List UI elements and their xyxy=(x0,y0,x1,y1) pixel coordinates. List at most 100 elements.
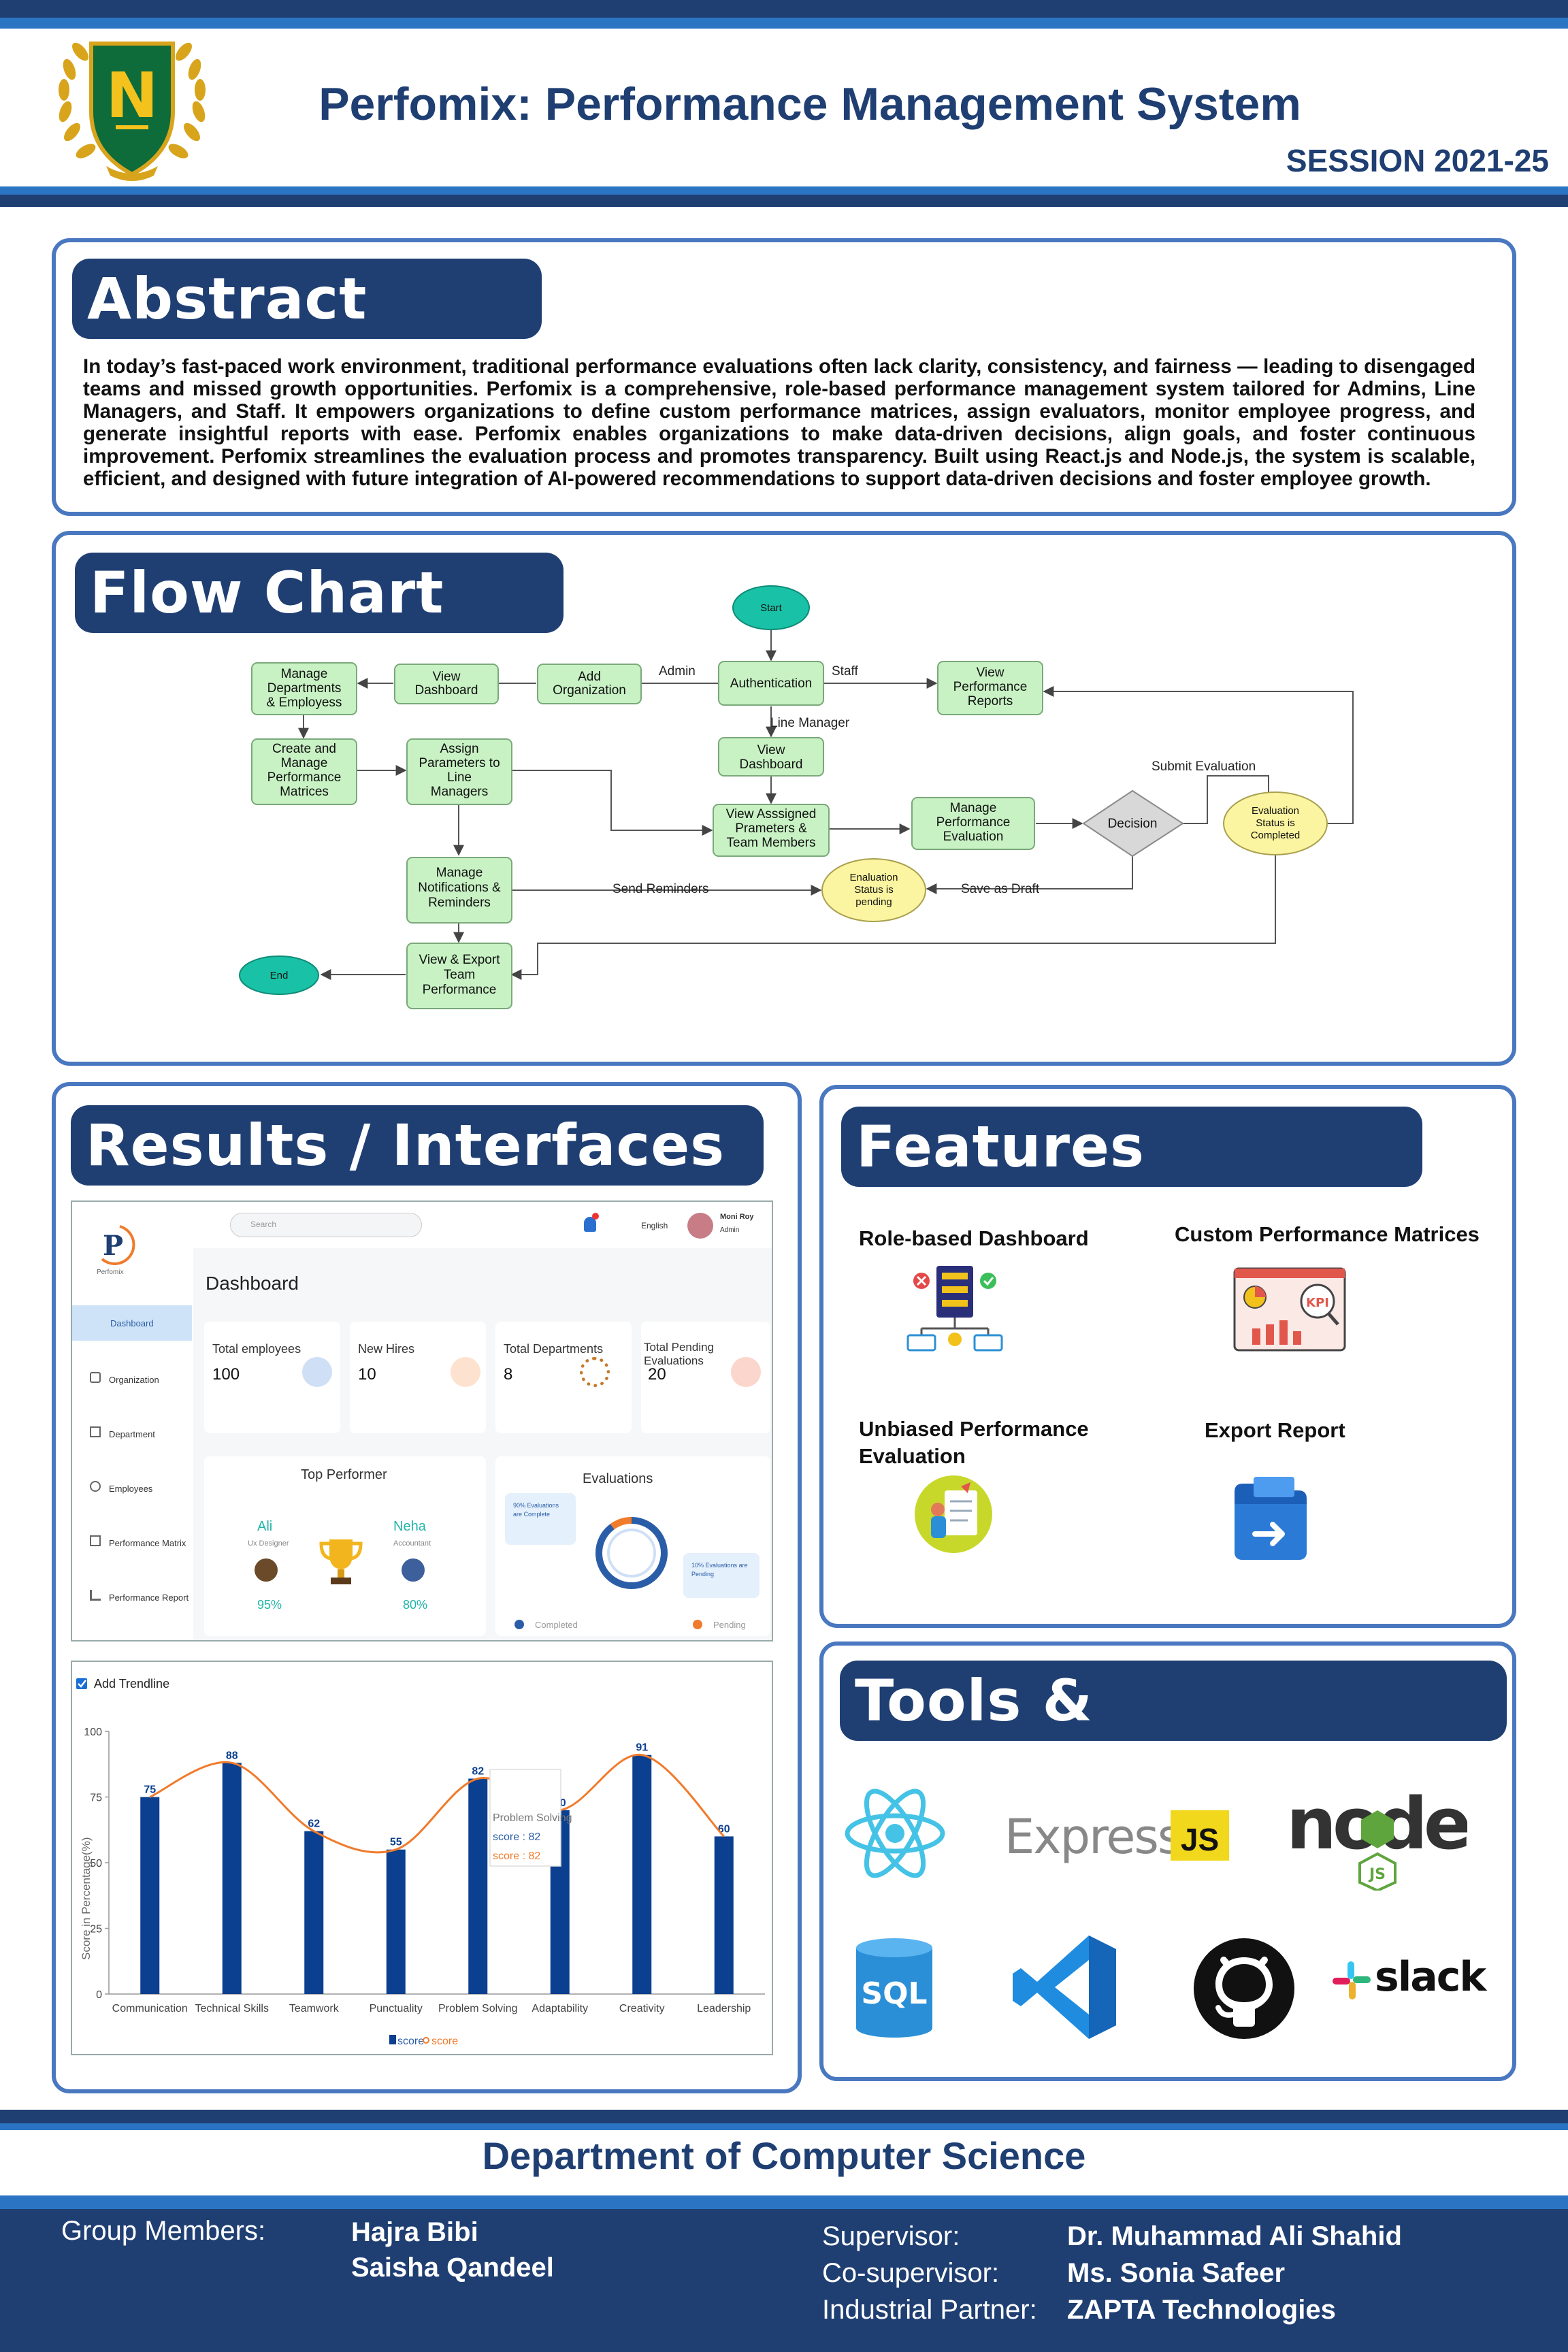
node-view-reports xyxy=(937,661,1043,715)
node-assign-parameters-l4: Managers xyxy=(431,785,489,799)
node-decision xyxy=(1082,789,1184,858)
partner-name: ZAPTA Technologies xyxy=(1067,2295,1336,2325)
dash-logo: P xyxy=(93,1222,140,1270)
bar-data-label: 82 xyxy=(472,1765,484,1777)
slack-logo: slack xyxy=(1331,1953,1494,2005)
dash-nav-item-3[interactable]: Employees xyxy=(109,1484,153,1494)
react-icon xyxy=(844,1786,946,1881)
bar-data-label: 60 xyxy=(718,1823,730,1835)
legend-score-label: score xyxy=(397,2036,424,2047)
node-manage-departments-l3: & Employess xyxy=(267,696,342,710)
x-tick-label: Leadership xyxy=(697,2003,751,2014)
trophy-icon xyxy=(317,1534,365,1588)
supervisor-name: Dr. Muhammad Ali Shahid xyxy=(1067,2221,1402,2251)
trendline-checkbox[interactable] xyxy=(76,1678,87,1689)
eval-complete-note: 90% Evaluations are Complete xyxy=(513,1502,559,1518)
dash-nav-item-1[interactable]: Organization xyxy=(109,1375,159,1385)
flowchart-diagram: Admin Staff Line Manager Submit Evaluati… xyxy=(239,585,1354,1009)
stat-label-0: Total employees xyxy=(212,1342,301,1356)
stat-card-departments xyxy=(495,1322,632,1433)
node-view-assigned xyxy=(713,804,830,857)
node-manage-evaluation-l1: Manage xyxy=(950,801,997,815)
x-tick-label: Technical Skills xyxy=(195,2003,269,2014)
chart-tooltip: Problem Solving score : 82 score : 82 xyxy=(489,1769,572,1867)
y-tick-label: 25 xyxy=(90,1924,102,1936)
group-members-label: Group Members: xyxy=(61,2216,266,2246)
score-chart: Add Trendline Score in Percentage(%) 025… xyxy=(76,1677,765,2047)
bell-icon[interactable] xyxy=(584,1217,596,1232)
dash-nav-item-4[interactable]: Performance Matrix xyxy=(109,1538,186,1548)
dash-nav-item-5[interactable]: Performance Report xyxy=(109,1592,189,1603)
stat-value-2: 8 xyxy=(504,1365,513,1384)
bar-data-label: 55 xyxy=(390,1837,402,1848)
dash-user-name: Moni Roy xyxy=(720,1213,754,1221)
employees-icon xyxy=(302,1357,332,1387)
node-assign-parameters xyxy=(406,738,512,805)
bar-data-label: 75 xyxy=(144,1784,156,1796)
node-authentication-label: Authentication xyxy=(730,676,812,691)
partner-label: Industrial Partner: xyxy=(822,2295,1037,2325)
dash-nav-active[interactable] xyxy=(72,1305,192,1341)
node-view-assigned-l1: View Asssigned xyxy=(726,807,817,821)
edge-label-line-manager: Line Manager xyxy=(770,716,850,730)
legend-score-swatch xyxy=(389,2035,396,2044)
express-js-badge: JS xyxy=(1171,1810,1229,1861)
dash-search-input[interactable] xyxy=(230,1213,422,1237)
performer-name-0: Ali xyxy=(257,1519,273,1534)
node-manage-evaluation xyxy=(911,797,1035,850)
bar-data-label: 91 xyxy=(636,1742,648,1754)
dash-user-role: Admin xyxy=(720,1226,740,1234)
dash-search-placeholder: Search xyxy=(250,1220,277,1229)
y-tick-label: 0 xyxy=(96,1989,102,2001)
nodejs-logo: node JS xyxy=(1286,1782,1473,1893)
chart-bar xyxy=(714,1836,734,1994)
eval-complete-note-box xyxy=(505,1493,576,1545)
x-tick-label: Communication xyxy=(112,2003,188,2014)
node-eval-pending-l2: Status is xyxy=(854,884,894,896)
performer-avatar-1 xyxy=(402,1558,425,1582)
evaluations-title: Evaluations xyxy=(583,1471,653,1486)
node-view-reports-l2: Performance xyxy=(953,680,1028,694)
x-tick-label: Creativity xyxy=(619,2003,665,2014)
node-view-export-l3: Performance xyxy=(423,983,497,997)
legend-completed-label: Completed xyxy=(535,1620,578,1630)
x-tick-label: Punctuality xyxy=(370,2003,423,2014)
legend-pending-dot xyxy=(693,1620,702,1629)
performer-role-0: Ux Designer xyxy=(248,1539,289,1548)
feature-title-3: Export Report xyxy=(1205,1418,1345,1442)
chart-bar xyxy=(468,1778,488,1994)
node-add-organization-l2: Organization xyxy=(553,683,626,698)
bar-data-label: 62 xyxy=(308,1818,320,1830)
node-manage-notifications-l2: Notifications & xyxy=(418,881,501,895)
node-view-assigned-l2: Prameters & xyxy=(735,821,807,836)
unbiased-evaluation-icon xyxy=(913,1474,994,1554)
dash-nav-item-0[interactable]: Dashboard xyxy=(110,1318,154,1328)
node-end xyxy=(239,956,319,995)
x-tick-label: Problem Solving xyxy=(438,2003,518,2014)
footer-top-band xyxy=(0,2110,1568,2123)
abstract-text: In today’s fast-paced work environment, … xyxy=(83,355,1475,490)
node-manage-notifications-l1: Manage xyxy=(436,866,483,880)
role-dashboard-icon xyxy=(905,1263,1004,1353)
node-eval-completed xyxy=(1223,791,1328,855)
dash-logo-sub: Perfomix xyxy=(97,1269,124,1276)
score-chart-box xyxy=(71,1661,773,2055)
svg-text:P: P xyxy=(103,1230,123,1262)
node-manage-notifications-l3: Reminders xyxy=(428,896,491,910)
node-view-export-l2: Team xyxy=(444,968,475,982)
footer-mid-stripe xyxy=(0,2195,1568,2209)
features-heading: Features xyxy=(841,1107,1422,1187)
stat-value-3: 20 xyxy=(648,1365,666,1384)
sql-database-icon: SQL xyxy=(853,1937,935,2039)
user-avatar[interactable] xyxy=(687,1213,713,1239)
node-view-dashboard-admin xyxy=(394,664,499,704)
dash-nav-item-2[interactable]: Department xyxy=(109,1429,155,1439)
feature-title-2: Unbiased Performance Evaluation xyxy=(859,1417,1089,1468)
legend-completed-dot xyxy=(514,1620,524,1629)
legend-pending-label: Pending xyxy=(713,1620,746,1630)
dash-language[interactable]: English xyxy=(641,1221,668,1230)
node-view-export-l1: View & Export xyxy=(419,953,501,967)
flowchart-connectors xyxy=(298,630,1354,980)
export-report-icon xyxy=(1228,1474,1313,1563)
notification-dot xyxy=(592,1213,599,1220)
